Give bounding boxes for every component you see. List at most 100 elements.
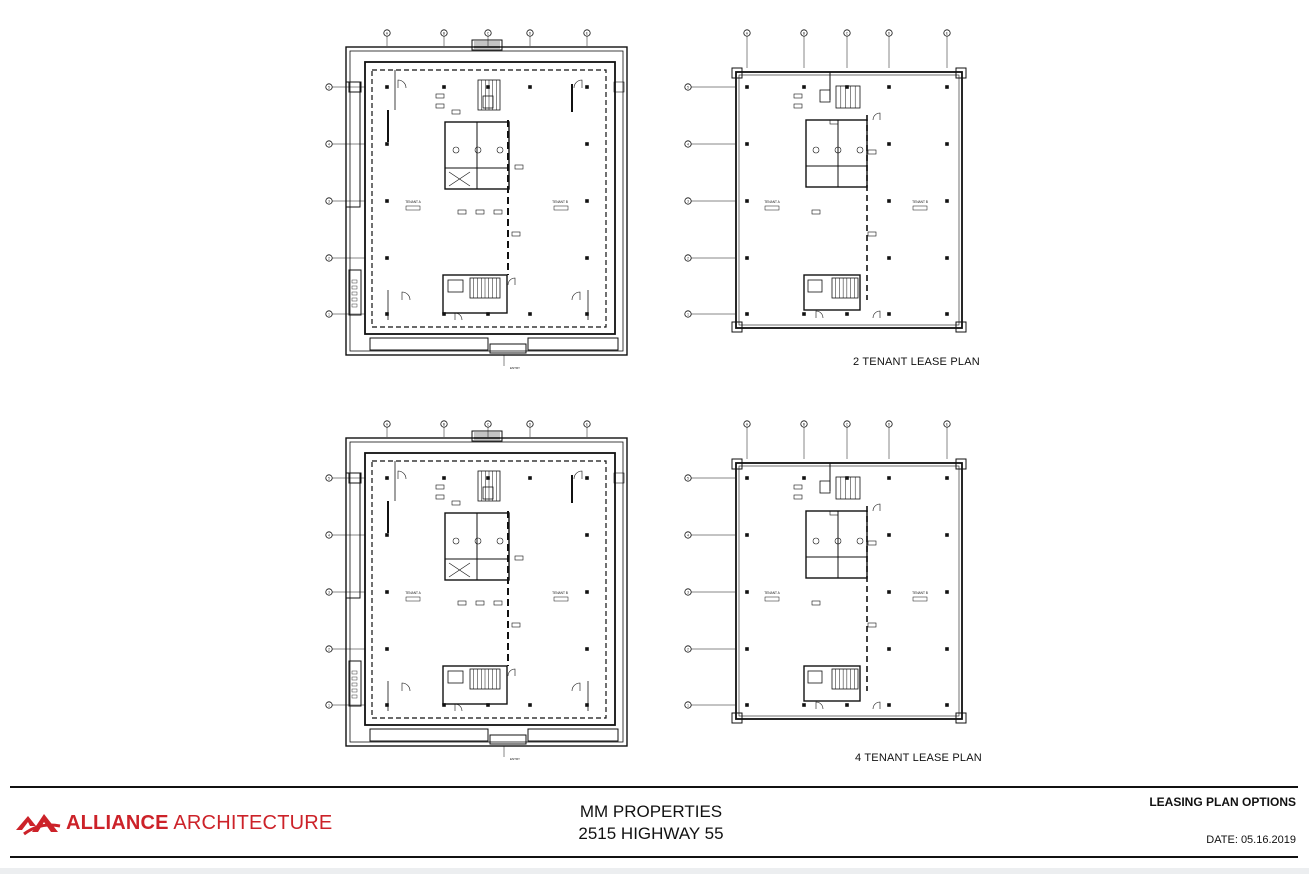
wc-fixture [834, 537, 842, 545]
wc-fixture [474, 146, 482, 154]
bike-rack [348, 660, 362, 707]
door-swing [507, 668, 516, 677]
stair-bottom-enclosure [442, 665, 508, 705]
room-tag [435, 93, 445, 99]
structural-column [887, 590, 891, 594]
room-tag [493, 600, 503, 606]
grid-col-C-label: C [487, 422, 490, 426]
date-value: 05.16.2019 [1240, 834, 1296, 846]
room-tag [511, 231, 521, 237]
room-tag [867, 622, 877, 628]
sheet-title: LEASING PLAN OPTIONS [1149, 795, 1296, 809]
room-tag [829, 119, 839, 125]
structural-column [945, 312, 949, 316]
room-tag [867, 149, 877, 155]
bike-slot [351, 670, 358, 675]
wc-fixture [474, 537, 482, 545]
elevator-top [819, 480, 831, 494]
grid-col-E-label: E [946, 422, 948, 426]
note-box [613, 472, 625, 484]
door-swing [573, 79, 583, 89]
tenant-a-area-tag [405, 596, 421, 602]
plan-caption-2-tenant: 2 TENANT LEASE PLAN [853, 356, 980, 368]
structural-column [585, 142, 589, 146]
corner-pier [731, 67, 743, 79]
door-swing [454, 703, 463, 712]
structural-column [385, 85, 389, 89]
door-swing [507, 277, 516, 286]
structural-column [802, 703, 806, 707]
note-box [613, 81, 625, 93]
bottom-entry-label: ENTRY [510, 366, 520, 370]
structural-column [486, 703, 490, 707]
structural-column [887, 142, 891, 146]
grid-row-4-label: 4 [328, 142, 330, 146]
corner-pier [955, 712, 967, 724]
grid-row-5-label: 5 [687, 85, 689, 89]
grid-col-E-label: E [586, 422, 588, 426]
structural-column [385, 312, 389, 316]
window-bottom-strip [0, 868, 1309, 874]
door-swing [401, 291, 411, 301]
room-tag [511, 622, 521, 628]
building-shell [735, 462, 963, 720]
structural-column [585, 199, 589, 203]
entry-canopy [471, 430, 503, 442]
structural-column [585, 85, 589, 89]
grid-row-1-label: 1 [328, 312, 330, 316]
grid-row-2-label: 2 [687, 647, 689, 651]
site-wall-inner [349, 50, 624, 352]
grid-col-C-label: C [846, 31, 849, 35]
alliance-logo: ALLIANCE ARCHITECTURE [14, 808, 332, 838]
stair-bottom-outline [831, 668, 859, 690]
structural-column [585, 590, 589, 594]
corner-pier [731, 458, 743, 470]
structural-column [745, 142, 749, 146]
grid-col-D-label: D [888, 31, 891, 35]
bike-slot [351, 297, 358, 302]
wc-fixture [496, 537, 504, 545]
stair-bottom-enclosure [803, 665, 861, 702]
wc-fixture [496, 146, 504, 154]
grid-col-A-label: A [386, 31, 389, 35]
grid-col-B-label: B [443, 422, 445, 426]
structural-column [945, 703, 949, 707]
door-swing [397, 79, 407, 89]
transformer-pad [348, 81, 362, 93]
structural-column [945, 533, 949, 537]
project-info: MM PROPERTIES 2515 HIGHWAY 55 [546, 801, 756, 845]
structural-column [945, 476, 949, 480]
structural-column [887, 703, 891, 707]
structural-column [585, 476, 589, 480]
alliance-logo-wordmark: ALLIANCE ARCHITECTURE [66, 811, 333, 834]
grid-row-2-label: 2 [328, 647, 330, 651]
stair-top-outline [835, 476, 861, 500]
door-swing [872, 503, 881, 512]
room-tag [457, 600, 467, 606]
structural-column [385, 590, 389, 594]
corner-pier [955, 67, 967, 79]
corner-pier [731, 712, 743, 724]
tenant-b-label: TENANT B [912, 591, 928, 595]
grid-col-A-label: A [746, 422, 749, 426]
tenant-a-label: TENANT A [764, 591, 780, 595]
grid-row-5-label: 5 [687, 476, 689, 480]
door-swing [815, 701, 824, 710]
room-tag [475, 600, 485, 606]
door-swing [815, 310, 824, 319]
room-tag [811, 209, 821, 215]
room-tag [514, 164, 524, 170]
structural-column [585, 533, 589, 537]
bike-slot [351, 682, 358, 687]
room-tag [867, 540, 877, 546]
wc-fixture [834, 146, 842, 154]
corner-pier [955, 321, 967, 333]
room-tag [475, 209, 485, 215]
structural-column [887, 476, 891, 480]
stair-bottom-enclosure [442, 274, 508, 314]
structural-column [802, 312, 806, 316]
structural-column [442, 85, 446, 89]
project-address: 2515 HIGHWAY 55 [578, 824, 724, 843]
